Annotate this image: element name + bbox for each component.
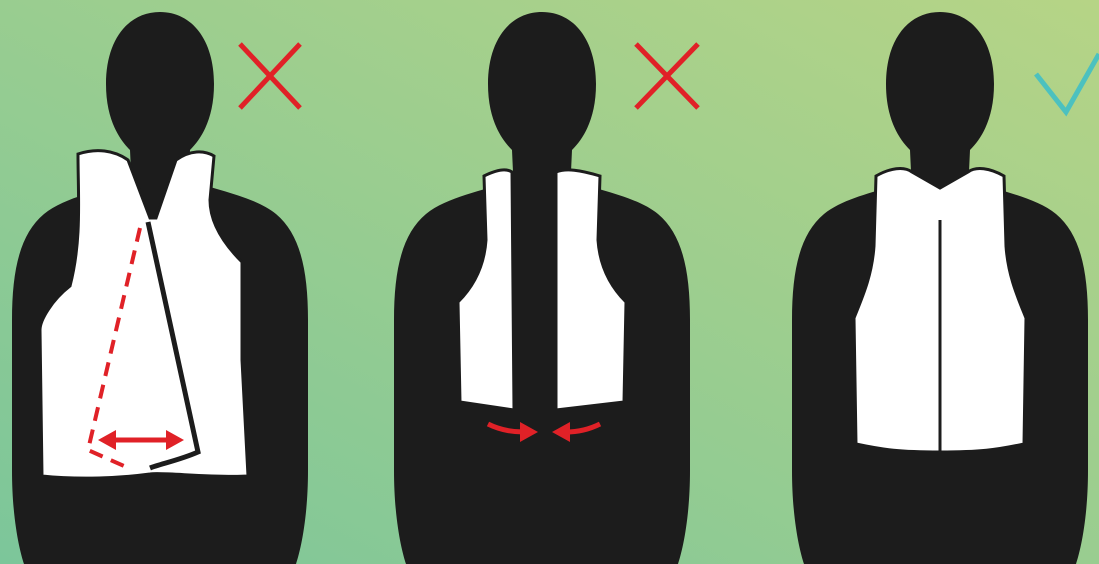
illustration-canvas xyxy=(0,0,1099,564)
vest-fit-illustration xyxy=(0,0,1099,564)
